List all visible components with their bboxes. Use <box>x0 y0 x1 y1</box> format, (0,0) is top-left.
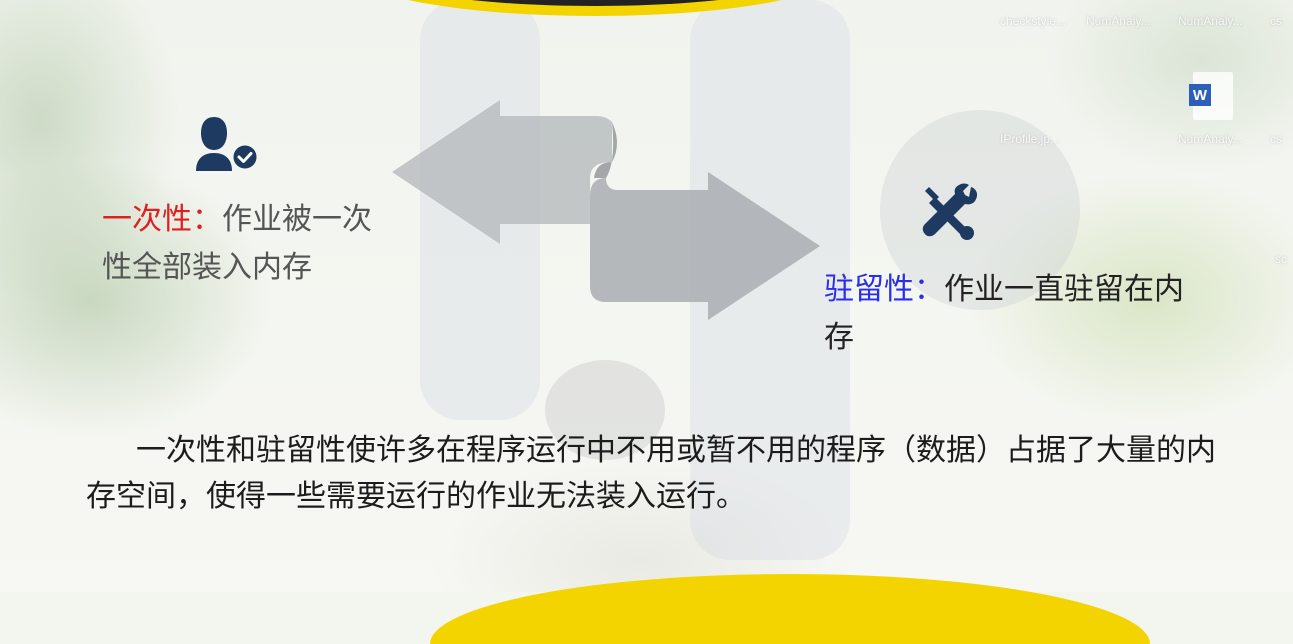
top-decor-band-inner <box>360 0 830 6</box>
summary-paragraph: 一次性和驻留性使许多在程序运行中不用或暂不用的程序（数据）占据了大量的内存空间，… <box>86 433 1216 514</box>
left-text-block: 一次性：作业被一次性全部装入内存 <box>102 196 372 292</box>
keyword-one-time: 一次性： <box>102 202 222 237</box>
desktop-icon-label[interactable]: NumAnaly... <box>1178 14 1243 28</box>
desktop-icon-label[interactable]: cs <box>1270 14 1282 28</box>
desktop-icon-label[interactable]: NumAnaly... <box>1178 132 1243 146</box>
keyword-resident: 驻留性： <box>824 272 944 307</box>
desktop-icons-area: checkstyle... NumAnaly... NumAnaly... cs… <box>993 0 1293 266</box>
desktop-icon-label[interactable]: NumAnaly... <box>1086 14 1151 28</box>
wrench-screwdriver-icon <box>922 183 978 240</box>
desktop-icon-label[interactable]: cs <box>1270 132 1282 146</box>
exchange-arrows-graphic <box>392 100 820 320</box>
left-arrow-shape <box>392 100 612 244</box>
desktop-icon-label[interactable]: IProfile.jp... <box>1000 132 1061 146</box>
one-time-description: 作业被一次性全部装入内存 <box>102 202 372 285</box>
right-text-block: 驻留性：作业一直驻留在内存 <box>824 266 1204 362</box>
word-document-icon[interactable]: W <box>1189 72 1233 120</box>
background-dog <box>880 110 1080 310</box>
user-check-icon <box>196 117 260 172</box>
desktop-icon-label: sc <box>1275 252 1287 266</box>
arrow-fold <box>594 122 617 178</box>
resident-description: 作业一直驻留在内存 <box>824 272 1184 355</box>
slide-background <box>0 0 1293 592</box>
word-glyph: W <box>1189 84 1211 106</box>
background-dog <box>545 360 665 460</box>
right-arrow-shape <box>590 172 820 320</box>
desktop-icon-label[interactable]: checkstyle... <box>1000 14 1067 28</box>
